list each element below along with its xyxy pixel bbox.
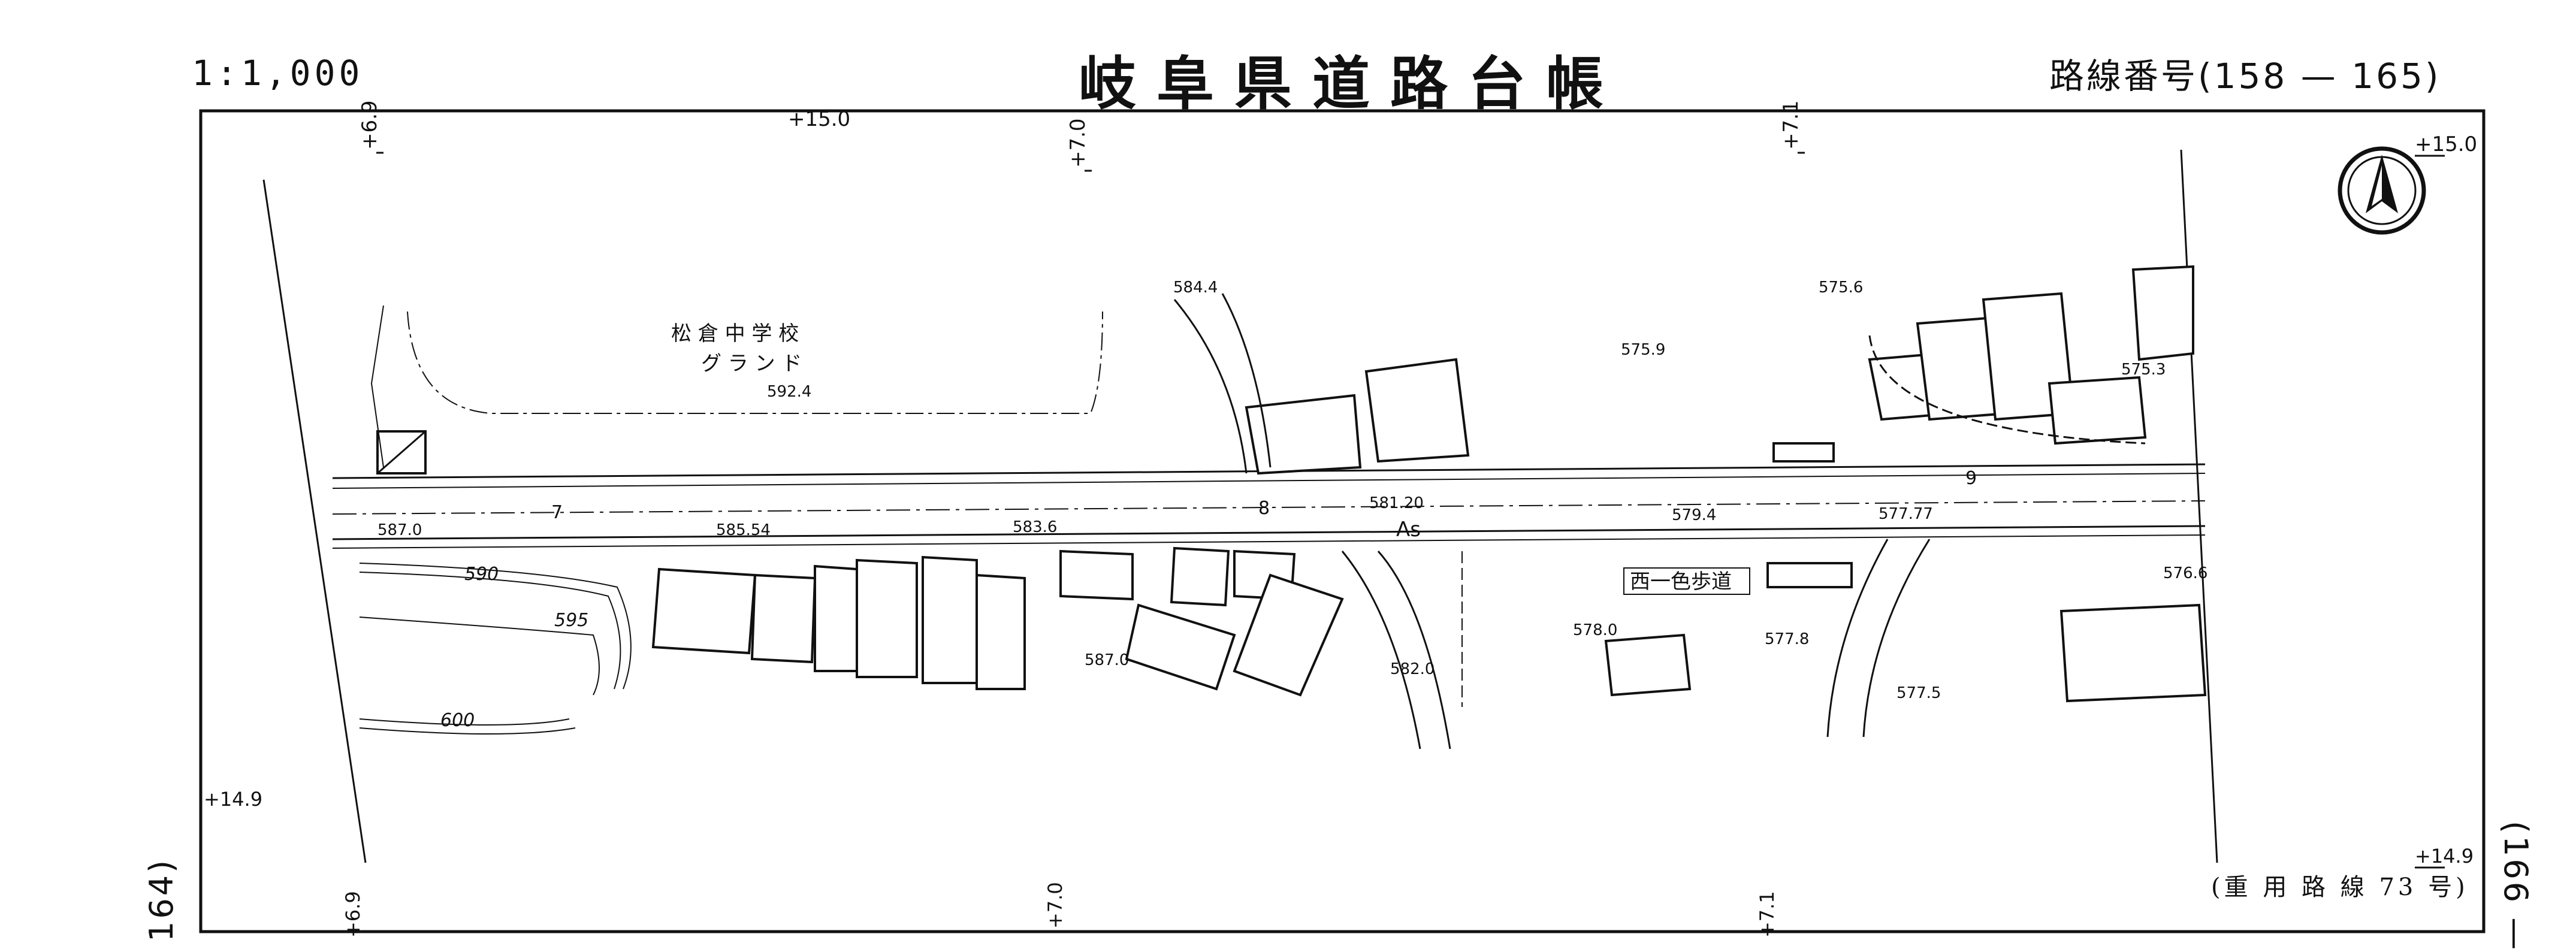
contour-590: 590 <box>464 564 499 585</box>
tick-top-1: +6.9 <box>358 100 382 150</box>
elevation-592-4: 592.4 <box>767 383 811 401</box>
school-grounds <box>370 305 1103 475</box>
tick-top-5: +15.0 <box>2415 132 2477 156</box>
tick-right-1: +14.9 <box>2415 845 2474 868</box>
map-scale: 1:1,000 <box>192 53 364 93</box>
elevation-577-5: 577.5 <box>1896 684 1941 702</box>
sidewalk-name: 西一色歩道 <box>1630 570 1732 594</box>
elevation-labels: 592.4 584.4 587.0 585.54 583.6 581.20 57… <box>378 279 2207 702</box>
contour-lines <box>359 563 632 735</box>
tick-bottom-3: +7.1 <box>1756 891 1778 938</box>
page-title: 岐阜県道路台帳 <box>1079 50 1624 117</box>
map-extent-left-edge <box>262 179 367 863</box>
elevation-581-20: 581.20 <box>1369 494 1424 512</box>
grid-tick-marks <box>376 152 2445 869</box>
map-extent-right-edge <box>2180 149 2218 863</box>
contour-595: 595 <box>554 610 588 631</box>
elevation-575-3: 575.3 <box>2121 361 2166 379</box>
station-7: 7 <box>551 502 563 523</box>
sidewalk-box <box>1623 567 1750 595</box>
north-arrow-icon <box>2338 146 2426 235</box>
station-9: 9 <box>1965 468 1977 489</box>
elevation-578-0: 578.0 <box>1573 621 1617 639</box>
elevation-576-6: 576.6 <box>2163 564 2207 582</box>
elevation-583-6: 583.6 <box>1013 518 1057 536</box>
elevation-587-0-south: 587.0 <box>1085 651 1129 669</box>
pavement-type: As <box>1396 518 1421 542</box>
station-8: 8 <box>1258 498 1270 519</box>
tick-top-3: +7.0 <box>1066 118 1090 168</box>
tick-bottom-2: +7.0 <box>1044 882 1067 929</box>
side-roads <box>1173 293 2146 749</box>
tick-left-1: +14.9 <box>204 788 262 811</box>
sub-route-label: (重 用 路 線 73 号) <box>2211 874 2469 901</box>
route-number: 路線番号(158 — 165) <box>2049 56 2441 96</box>
tick-top-2: +15.0 <box>788 107 850 131</box>
elevation-587-0: 587.0 <box>378 521 422 539</box>
buildings-north <box>1245 265 2194 475</box>
tick-top-4: +7.1 <box>1779 100 1803 150</box>
buildings-south <box>651 546 2207 703</box>
elevation-582-0: 582.0 <box>1390 660 1435 678</box>
elevation-579-4: 579.4 <box>1672 506 1716 524</box>
elevation-575-9: 575.9 <box>1621 341 1665 359</box>
school-name: 松 倉 中 学 校 <box>671 322 799 346</box>
elevation-577-77: 577.77 <box>1879 505 1933 523</box>
elevation-575-6: 575.6 <box>1819 279 1863 297</box>
map-frame <box>199 109 2486 933</box>
elevation-577-8: 577.8 <box>1765 630 1809 648</box>
contour-600: 600 <box>440 710 475 731</box>
elevation-585-54: 585.54 <box>716 521 771 539</box>
elevation-584-4: 584.4 <box>1173 279 1218 297</box>
tick-bottom-1: +6.9 <box>342 891 364 938</box>
school-ground: グ ラ ン ド <box>701 352 802 376</box>
